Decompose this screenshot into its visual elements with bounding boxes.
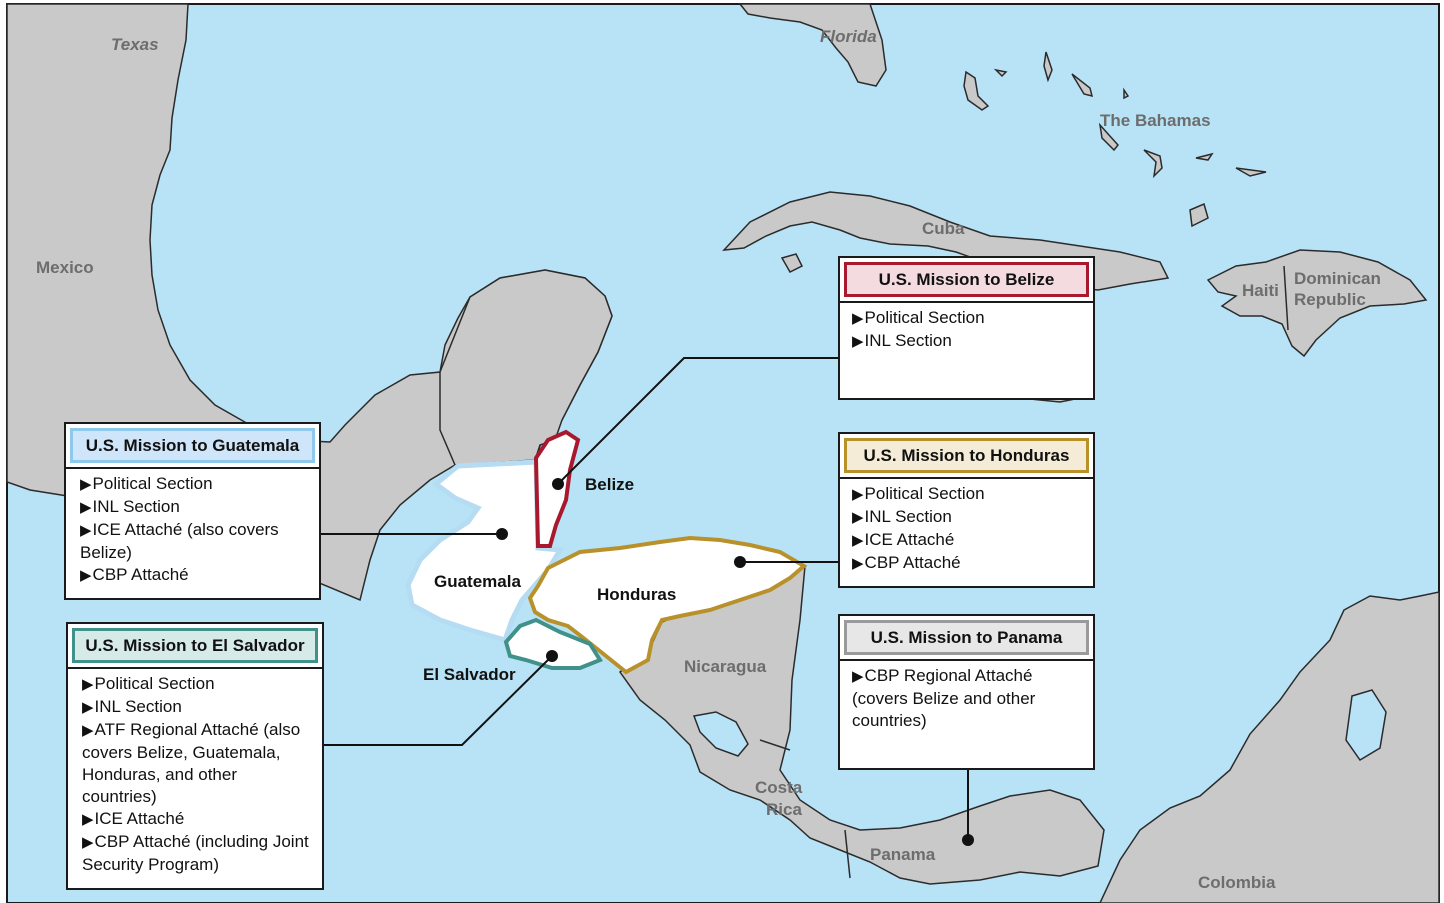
lake-nicaragua [692,711,749,757]
nicaragua-land [618,565,1105,885]
florida-land [738,3,887,87]
mission-item-text: INL Section [94,697,182,716]
label-guatemala: Guatemala [434,572,521,591]
honduras-shape [527,535,808,675]
mission-item: ▶CBP Attaché (including Joint Security P… [82,831,310,876]
label-honduras: Honduras [597,585,676,604]
label-dominican-2: Republic [1294,290,1366,309]
mission-title-panama: U.S. Mission to Panama [844,620,1089,655]
el-salvador-shape [503,617,603,670]
mission-item: ▶INL Section [852,506,1081,529]
mission-item-text: Political Section [94,674,215,693]
mission-item: ▶ICE Attaché (also covers Belize) [80,519,307,564]
mission-item-text: INL Section [864,507,952,526]
mission-box-guatemala: U.S. Mission to Guatemala ▶Political Sec… [64,422,321,600]
mission-item: ▶ICE Attaché [852,529,1081,552]
mission-item-text: Political Section [864,484,985,503]
mission-title-guatemala: U.S. Mission to Guatemala [70,428,315,463]
mission-item-text: ICE Attaché [864,530,955,549]
label-haiti: Haiti [1242,281,1279,300]
mission-item-text: CBP Regional Attaché (covers Belize and … [852,666,1036,730]
hispaniola-land [1206,249,1428,358]
bullet-triangle-icon: ▶ [852,532,864,549]
nic-cr-border [759,739,791,751]
mission-item-text: ICE Attaché (also covers Belize) [80,520,279,562]
bullet-triangle-icon: ▶ [80,522,92,539]
mission-item: ▶INL Section [82,696,310,719]
label-cuba: Cuba [922,219,965,238]
bullet-triangle-icon: ▶ [82,722,94,739]
bullet-triangle-icon: ▶ [852,333,864,350]
bullet-triangle-icon: ▶ [82,676,94,693]
guatemala-shape [405,459,565,644]
mission-item: ▶CBP Attaché [852,552,1081,575]
mission-box-panama: U.S. Mission to Panama ▶CBP Regional Att… [838,614,1095,770]
mission-item: ▶Political Section [852,483,1081,506]
label-costa-rica-2: Rica [766,800,802,819]
label-costa-rica-1: Costa [755,778,803,797]
leader-lines [320,357,969,840]
mission-box-belize: U.S. Mission to Belize ▶Political Sectio… [838,256,1095,400]
label-nicaragua: Nicaragua [684,657,767,676]
lake-maracaibo [1345,689,1387,762]
bahamas-islands [963,51,1267,228]
label-texas: Texas [111,35,159,54]
label-mexico: Mexico [36,258,94,277]
bullet-triangle-icon: ▶ [82,834,94,851]
mission-item: ▶INL Section [80,496,307,519]
label-colombia: Colombia [1198,873,1276,892]
mission-item-text: INL Section [864,331,952,350]
mission-box-honduras: U.S. Mission to Honduras ▶Political Sect… [838,432,1095,588]
mission-item: ▶Political Section [82,673,310,696]
location-dots [496,478,974,846]
label-panama: Panama [870,845,936,864]
mission-items-el-salvador: ▶Political Section▶INL Section▶ATF Regio… [68,669,322,882]
mission-item: ▶ICE Attaché [82,808,310,831]
mission-title-honduras: U.S. Mission to Honduras [844,438,1089,473]
label-el-salvador: El Salvador [423,665,516,684]
mission-item-text: ATF Regional Attaché (also covers Belize… [82,720,301,806]
bullet-triangle-icon: ▶ [852,310,864,327]
mission-item-text: INL Section [92,497,180,516]
mission-item-text: CBP Attaché [864,553,961,572]
mission-item: ▶Political Section [852,307,1081,330]
bullet-triangle-icon: ▶ [82,811,94,828]
bullet-triangle-icon: ▶ [80,499,92,516]
label-bahamas: The Bahamas [1100,111,1211,130]
mission-item-text: ICE Attaché [94,809,185,828]
label-dominican-1: Dominican [1294,269,1381,288]
mission-items-panama: ▶CBP Regional Attaché (covers Belize and… [840,661,1093,738]
mission-item: ▶ATF Regional Attaché (also covers Beliz… [82,719,310,808]
cr-pan-border [844,829,851,879]
bullet-triangle-icon: ▶ [82,699,94,716]
mission-items-honduras: ▶Political Section▶INL Section▶ICE Attac… [840,479,1093,581]
mission-box-el-salvador: U.S. Mission to El Salvador ▶Political S… [66,622,324,890]
colombia-land [1099,591,1440,903]
bullet-triangle-icon: ▶ [80,567,92,584]
bullet-triangle-icon: ▶ [852,509,864,526]
mission-item-text: CBP Attaché [92,565,189,584]
label-florida: Florida [820,27,877,46]
bullet-triangle-icon: ▶ [80,476,92,493]
mission-item: ▶CBP Attaché [80,564,307,587]
bullet-triangle-icon: ▶ [852,668,864,685]
mission-items-belize: ▶Political Section▶INL Section [840,303,1093,359]
mission-item-text: CBP Attaché (including Joint Security Pr… [82,832,309,874]
mission-item-text: Political Section [864,308,985,327]
isla-juventud [780,253,804,273]
mission-items-guatemala: ▶Political Section▶INL Section▶ICE Attac… [66,469,319,593]
mission-item: ▶CBP Regional Attaché (covers Belize and… [852,665,1081,732]
mission-title-el-salvador: U.S. Mission to El Salvador [72,628,318,663]
haiti-dr-border [1283,265,1289,331]
bullet-triangle-icon: ▶ [852,555,864,572]
mission-title-belize: U.S. Mission to Belize [844,262,1089,297]
mission-item: ▶INL Section [852,330,1081,353]
label-belize: Belize [585,475,634,494]
mission-item-text: Political Section [92,474,213,493]
bullet-triangle-icon: ▶ [852,486,864,503]
mission-item: ▶Political Section [80,473,307,496]
